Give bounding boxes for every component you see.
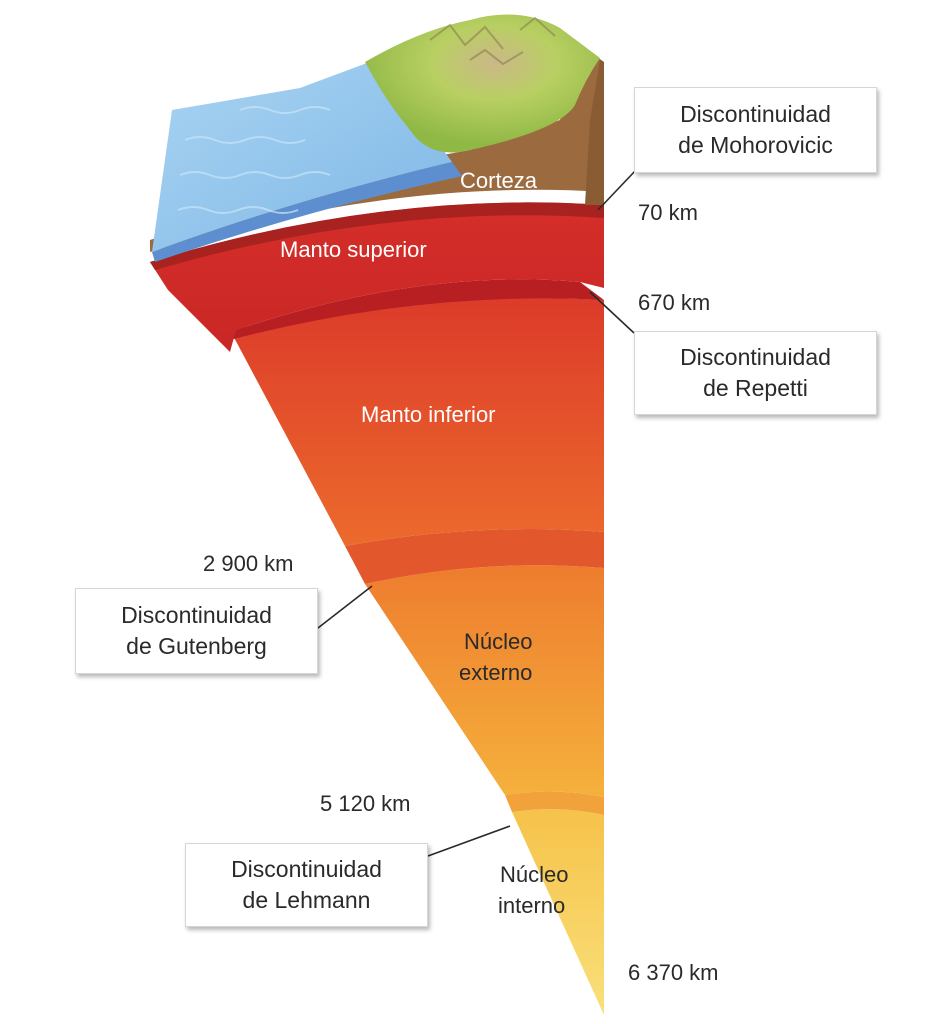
gutenberg-callout-line2: de Gutenberg [126, 633, 267, 659]
lehmann-leader-line [427, 825, 511, 857]
repetti-leader-line [589, 291, 635, 334]
depth-moho: 70 km [638, 200, 698, 225]
gutenberg-callout: Discontinuidad de Gutenberg [75, 588, 318, 674]
depth-repetti: 670 km [638, 290, 711, 315]
mountain-ridges [429, 16, 556, 66]
repetti-callout-line1: Discontinuidad [680, 344, 831, 370]
depth-center: 6 370 km [628, 960, 719, 985]
gutenberg-leader-line [317, 585, 373, 629]
repetti-callout: Discontinuidad de Repetti [634, 331, 877, 415]
upper-mantle-label: Manto superior [280, 237, 427, 262]
mohorovicic-callout-line1: Discontinuidad [680, 101, 831, 127]
lehmann-callout-line2: de Lehmann [242, 887, 371, 913]
outer-core-label-line1: Núcleo [464, 629, 532, 654]
mohorovicic-callout-line2: de Mohorovicic [678, 132, 833, 158]
land-surface [365, 14, 600, 153]
gutenberg-boundary-band [345, 529, 604, 584]
depth-lehmann: 5 120 km [320, 791, 411, 816]
lehmann-boundary-band [505, 791, 604, 815]
mohorovicic-leader-line [597, 169, 637, 211]
outer-core-label-line2: externo [459, 660, 532, 685]
gutenberg-callout-line1: Discontinuidad [121, 602, 272, 628]
crust-label: Corteza [460, 168, 538, 193]
mohorovicic-callout: Discontinuidad de Mohorovicic [634, 87, 877, 173]
depth-gutenberg: 2 900 km [203, 551, 294, 576]
lower-mantle-label: Manto inferior [361, 402, 496, 427]
outer-core-layer [365, 565, 604, 797]
lehmann-callout: Discontinuidad de Lehmann [185, 843, 428, 927]
repetti-boundary-band [230, 279, 604, 340]
ocean-floor [152, 162, 462, 262]
upper-mantle-top-surface [150, 202, 604, 270]
ocean-layer [152, 60, 452, 252]
ocean-waves [177, 106, 331, 214]
lehmann-callout-line1: Discontinuidad [231, 856, 382, 882]
inner-core-label-line1: Núcleo [500, 862, 568, 887]
lower-mantle-layer [230, 298, 604, 546]
repetti-callout-line2: de Repetti [703, 375, 808, 401]
crust-front-face [585, 60, 604, 205]
inner-core-layer [512, 809, 604, 1015]
inner-core-label-line2: interno [498, 893, 565, 918]
